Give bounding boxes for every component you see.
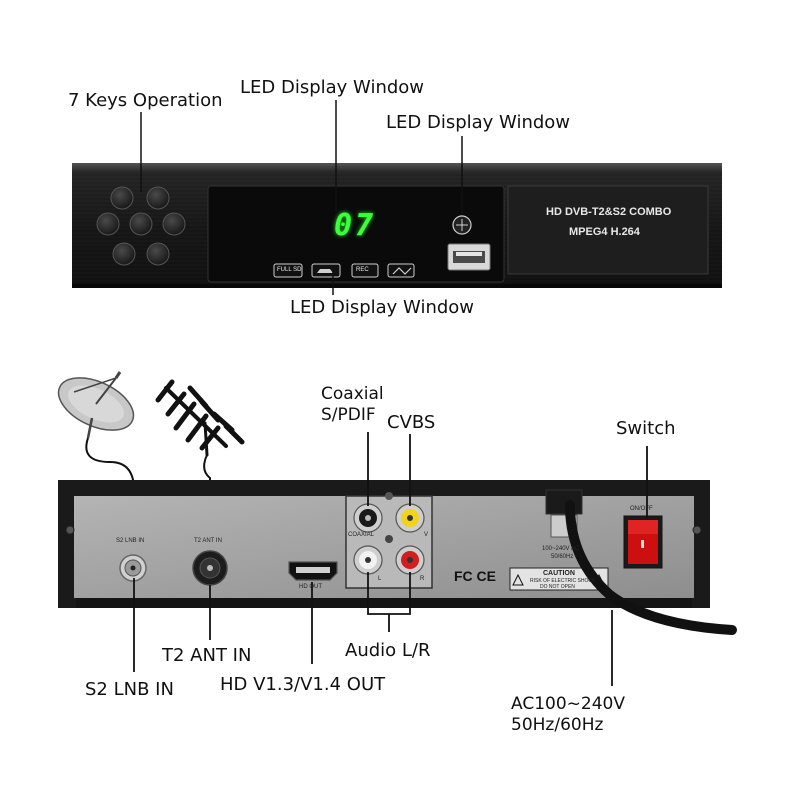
rca-cvbs-yellow [395,503,425,533]
port-label-s2: S2 LNB IN [116,538,145,544]
rca-audio-right [395,545,425,575]
caution-sticker [509,567,609,591]
callout-7-keys: 7 Keys Operation [68,90,223,111]
callout-ac-line-2: 50Hz/60Hz [511,715,604,736]
caution-line-1: RISK OF ELECTRIC SHOCK [530,578,596,584]
callout-t2-ant-in: T2 ANT IN [162,645,252,666]
key-button [162,212,186,236]
key-button [129,212,153,236]
badge-full-sd: FULL SD [277,267,302,273]
power-rating-2: 50/60Hz [551,554,574,560]
power-cord [565,500,737,635]
callout-switch: Switch [616,418,676,439]
port-label-r: R [420,576,425,582]
port-label-t2: T2 ANT IN [194,538,222,544]
switch-label: ON/OFF [630,506,653,512]
key-button [110,186,134,210]
brand-line-1: HD DVB-T2&S2 COMBO [546,206,672,218]
callout-led-right: LED Display Window [386,112,571,133]
callout-ac-line-1: AC100~240V [511,694,625,714]
key-button [112,242,136,266]
callout-coaxial: Coaxial S/PDIF [321,384,384,427]
satellite-dish-icon [57,371,135,439]
front-receiver [72,163,722,288]
brand-line-2: MPEG4 H.264 [569,226,640,238]
badge-rec: REC [356,267,369,273]
rca-audio-left [353,545,383,575]
rear-receiver [58,480,710,608]
led-readout: 07 [334,208,377,243]
key-button [146,186,170,210]
power-rating-1: 100~240V AC [542,546,580,552]
rca-coaxial [353,503,383,533]
key-button [96,212,120,236]
port-label-l: L [378,576,382,582]
port-label-coaxial: COAXIAL [348,532,375,538]
callout-s2-lnb-in: S2 LNB IN [85,679,174,700]
key-button [146,242,170,266]
tv-antenna-icon [155,379,245,457]
callout-coaxial-line-2: S/PDIF [321,405,376,426]
front-callout-lines [140,100,463,295]
rear-callout-lines [133,432,648,686]
callout-coaxial-line-1: Coaxial [321,384,384,404]
front-keys [96,186,186,266]
callout-ac-power: AC100~240V 50Hz/60Hz [511,694,625,737]
port-label-hdmi: HD OUT [299,584,322,590]
caution-title: CAUTION [543,570,575,577]
callout-hd-out: HD V1.3/V1.4 OUT [220,674,386,695]
caution-line-2: DO NOT OPEN [540,584,575,590]
callout-cvbs: CVBS [387,412,436,433]
callout-led-top: LED Display Window [240,77,425,98]
power-inlet [545,489,583,515]
cert-marks: FC CE [454,568,496,584]
callout-led-bottom: LED Display Window [290,297,475,318]
callout-audio-lr: Audio L/R [345,640,431,661]
port-label-v: V [424,532,429,538]
